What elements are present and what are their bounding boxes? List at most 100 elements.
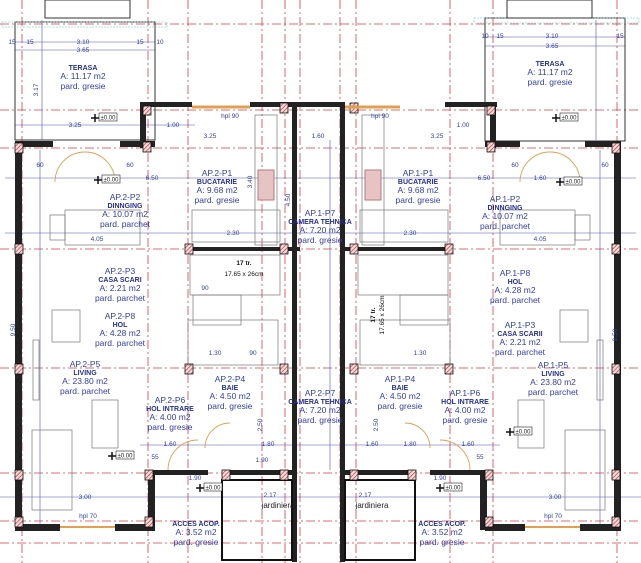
room-floor: pard. gresie	[61, 81, 106, 91]
dimension-label: 9.50	[10, 323, 17, 336]
room-area: A: 4.50 m2	[379, 391, 420, 401]
level-value: ±0.00	[566, 180, 582, 186]
crosshair-icon	[552, 114, 560, 122]
room-name: TERASA	[69, 65, 98, 72]
dimension-label: 2.50	[257, 418, 264, 431]
dimension-label: 1.80	[262, 441, 275, 448]
walls	[15, 102, 621, 562]
crosshair-icon	[556, 178, 564, 186]
room-code: AP.1-P2	[490, 194, 521, 204]
dimension-label: 1.30	[414, 350, 427, 357]
room-name: ACCES ACOP.	[172, 521, 220, 528]
crosshair-icon	[436, 484, 444, 492]
room-floor: pard. gresie	[420, 537, 465, 547]
dimension-label: 1.90	[189, 475, 202, 482]
dimension-label: 2.17	[359, 492, 372, 499]
dimension-label: 2.30	[227, 230, 240, 237]
dimension-label: 3.25	[69, 122, 82, 129]
crosshair-icon	[91, 114, 99, 122]
dimension-label: 3.40	[247, 175, 254, 188]
level-marker: ±0.00	[436, 482, 463, 492]
room-floor: pard. parchet	[490, 295, 541, 305]
level-value: ±0.00	[104, 178, 120, 184]
dimension-label: 4.05	[534, 236, 547, 243]
room-area: A: 7.20 m2	[299, 405, 340, 415]
room-name: HOL INTRARE	[146, 406, 194, 413]
room-floor: pard. gresie	[443, 415, 488, 425]
level-value: ±0.00	[516, 430, 532, 436]
room-area: A: 4.00 m2	[149, 412, 190, 422]
room-name: DINNGING	[488, 205, 524, 212]
room-area: A: 2.21 m2	[99, 283, 140, 293]
dimension-label: 3.65	[77, 47, 90, 54]
dimension-label: 4.05	[91, 236, 104, 243]
room-name: BAIE	[222, 385, 239, 392]
dimension-label: 15	[496, 33, 504, 40]
dimension-label: hpl 90	[221, 113, 239, 120]
room-area: A: 4.00 m2	[444, 405, 485, 415]
room-code: AP.2-P3	[105, 266, 136, 276]
dimension-label: 3.25	[431, 133, 444, 140]
dimension-label: 3.10	[77, 39, 90, 46]
level-marker: ±0.00	[108, 450, 135, 460]
room-floor: pard. parchet	[528, 387, 579, 397]
dimension-label: 15	[26, 39, 34, 46]
crosshair-icon	[506, 428, 514, 436]
room-code: AP.1-P4	[385, 374, 416, 384]
room-area: A: 11.17 m2	[527, 67, 572, 77]
dimension-label: 15	[136, 39, 144, 46]
dimension-label: 1.60	[534, 175, 547, 182]
level-markers: ±0.00±0.00±0.00±0.00±0.00±0.00±0.00±0.00	[91, 112, 583, 492]
dimension-label: hpl 90	[371, 113, 389, 120]
dimension-label: 15	[616, 33, 624, 40]
crosshair-icon	[196, 484, 204, 492]
room-name: HOL	[508, 279, 524, 286]
room-floor: pard. parchet	[480, 221, 531, 231]
room-code: AP.1-P1	[403, 168, 434, 178]
level-marker: ±0.00	[556, 176, 583, 186]
room-name: LIVING	[541, 371, 565, 378]
dimension-label: hpl 70	[79, 513, 97, 520]
dimension-label: 1.00	[167, 122, 180, 129]
room-area: A: 4.28 m2	[99, 328, 140, 338]
room-name: CASA SCARI	[98, 277, 141, 284]
dimension-label: 15	[8, 39, 16, 46]
room-area: A: 10.07 m2	[102, 209, 148, 219]
room-area: A: 3.52 m2	[421, 527, 462, 537]
dimension-label: 1.60	[462, 441, 475, 448]
terraces	[1, 0, 640, 142]
room-code: AP.1-P7	[305, 208, 336, 218]
dimension-label: 55	[151, 454, 159, 461]
dimension-label: 1.60	[164, 441, 177, 448]
room-floor: pard. gresie	[148, 422, 193, 432]
room-area: A: 9.68 m2	[397, 185, 438, 195]
room-name: CAMERA TEHNICA	[288, 219, 352, 226]
room-area: A: 7.20 m2	[299, 225, 340, 235]
dimension-lines	[0, 20, 641, 530]
level-value: ±0.00	[118, 454, 134, 460]
room-code: AP.2-P1	[202, 168, 233, 178]
dimension-label: 90	[201, 285, 209, 292]
level-marker: ±0.00	[552, 112, 579, 122]
room-code: AP.1-P5	[538, 360, 569, 370]
room-floor: pard. gresie	[396, 195, 441, 205]
room-floor: pard. parchet	[95, 338, 146, 348]
room-code: AP.2-P4	[215, 374, 246, 384]
room-floor: pard. gresie	[298, 415, 343, 425]
level-value: ±0.00	[206, 486, 222, 492]
